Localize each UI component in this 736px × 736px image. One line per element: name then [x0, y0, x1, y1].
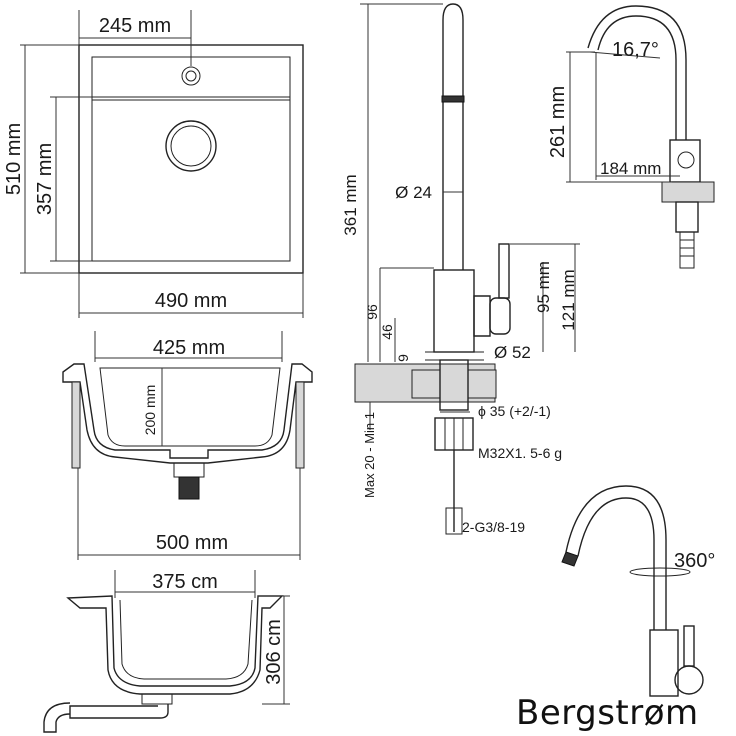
rotation-handle	[674, 665, 704, 695]
dim-306-label: 306 cm	[263, 619, 285, 685]
sink-top-view: 245 mm 490 mm 510 mm 357 mm	[3, 10, 304, 318]
rotation-spout	[565, 485, 667, 630]
sink-section-outline	[62, 363, 313, 464]
faucet-spout	[442, 3, 464, 270]
counter-left	[71, 381, 81, 469]
front-drain-fitting	[141, 693, 173, 705]
dim-245-label: 245 mm	[99, 15, 171, 37]
faucet-body	[433, 269, 475, 353]
rotation-body	[649, 629, 679, 697]
base-diameter-label: Ø 52	[494, 343, 531, 362]
rotation-label: 360°	[674, 550, 715, 572]
dim-510-label: 510 mm	[3, 123, 25, 195]
rotation-lever	[683, 625, 695, 667]
counter-thickness-label: Max 20 - Min 1	[362, 412, 377, 498]
sink-outer-rim	[78, 44, 304, 274]
dim-490-label: 490 mm	[155, 290, 227, 312]
drain-fitting	[173, 462, 205, 478]
dim-9-label: 9	[395, 354, 411, 362]
faucet-profile-view: 16,7° 261 mm 184 mm	[547, 5, 715, 269]
sink-side-section: 425 mm 200 mm 500 mm	[62, 331, 313, 560]
dim-46-label: 46	[379, 324, 395, 340]
dim-375-label: 375 cm	[152, 571, 218, 593]
dim-357-label: 357 mm	[34, 143, 56, 215]
sink-inner-rim	[91, 56, 291, 262]
faucet-rotation-view: 360°	[561, 485, 715, 697]
profile-counter	[661, 181, 715, 203]
thread-label: M32X1. 5-6 g	[478, 445, 562, 461]
dim-361-label: 361 mm	[341, 174, 360, 235]
rotation-circle	[629, 567, 691, 577]
dim-121-label: 121 mm	[559, 269, 578, 330]
mount-stud	[439, 359, 469, 411]
sink-front-outline	[66, 595, 284, 695]
dim-425-label: 425 mm	[153, 337, 225, 359]
sink-section-inner	[99, 367, 281, 447]
dim-200-label: 200 mm	[142, 385, 158, 436]
spout-diameter-label: Ø 24	[395, 183, 432, 202]
faucet-side-view: Ø 24 361 mm 96 46 9 95 mm 121 mm Ø 52 ϕ …	[341, 3, 580, 535]
angle-label: 16,7°	[612, 39, 659, 61]
dim-261-label: 261 mm	[547, 86, 569, 158]
handle	[489, 297, 511, 335]
drain-inner-icon	[170, 125, 212, 167]
dim-95-label: 95 mm	[534, 261, 553, 313]
hose-label: 2-G3/8-19	[462, 519, 525, 535]
drain-outer-icon	[165, 120, 217, 172]
drain-hose	[69, 704, 169, 719]
sink-front-section: 375 cm 306 cm	[43, 570, 290, 733]
drain-pipe	[178, 476, 200, 500]
dim-184-label: 184 mm	[600, 159, 661, 178]
handle-base	[473, 295, 491, 337]
hose-fitting	[445, 507, 463, 535]
tap-hole-icon	[181, 66, 201, 86]
dim-500-label: 500 mm	[156, 532, 228, 554]
dim-96-label: 96	[364, 304, 380, 320]
profile-spout	[587, 5, 687, 140]
aerator	[441, 95, 465, 103]
rotation-aerator	[561, 551, 579, 567]
lever	[498, 243, 510, 299]
counter-right	[295, 381, 305, 469]
hole-label: ϕ 35 (+2/-1)	[478, 403, 551, 419]
profile-hose	[679, 232, 695, 269]
brand-logo: Bergstrøm	[516, 693, 699, 733]
drain-trap	[43, 702, 71, 733]
